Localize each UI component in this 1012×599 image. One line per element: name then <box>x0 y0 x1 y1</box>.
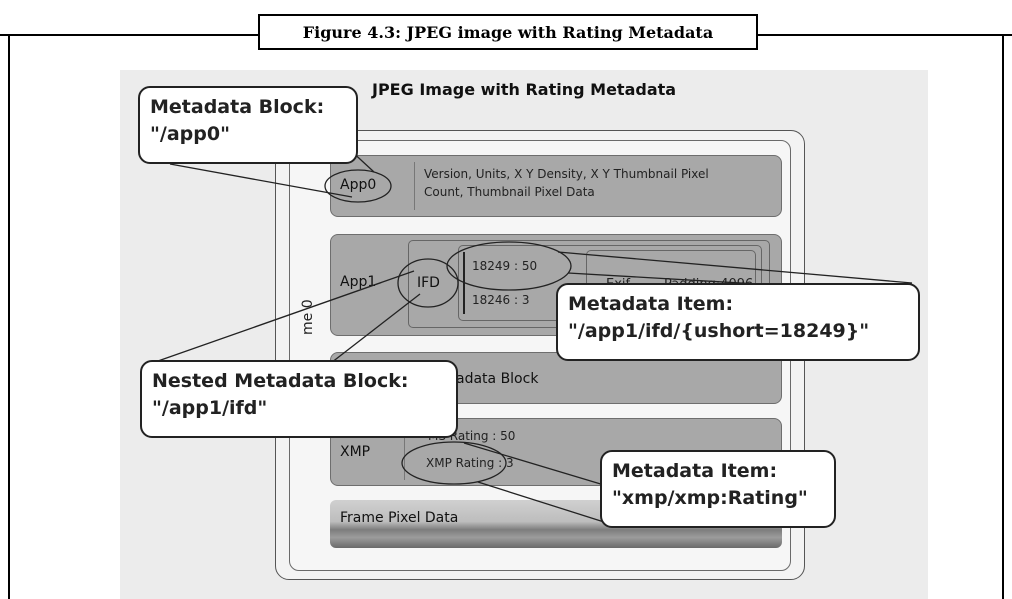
callout-item1-line1: Metadata Item: <box>568 293 734 315</box>
xmp-rating: XMP Rating : 3 <box>426 456 514 470</box>
metadata-block-label: adata Block <box>456 371 539 387</box>
callout-item1-line2: "/app1/ifd/{ushort=18249}" <box>568 320 870 342</box>
ifd-item-18249: 18249 : 50 <box>472 259 538 273</box>
callout-app0-line2: "/app0" <box>150 123 230 145</box>
figure-caption: Figure 4.3: JPEG image with Rating Metad… <box>258 14 758 50</box>
callout-app0-block: Metadata Block: "/app0" <box>138 86 358 164</box>
frame-label: me 0 <box>300 299 316 335</box>
app0-description-line1: Version, Units, X Y Density, X Y Thumbna… <box>424 167 709 181</box>
ifd-item-18246: 18246 : 3 <box>472 293 530 307</box>
diagram-title: JPEG Image with Rating Metadata <box>372 80 677 99</box>
app0-separator <box>414 162 415 210</box>
ifd-separator <box>463 252 465 314</box>
xmp-label: XMP <box>340 444 371 460</box>
ifd-label: IFD <box>417 275 440 291</box>
callout-metadata-item-2: Metadata Item: "xmp/xmp:Rating" <box>600 450 836 528</box>
callout-app0-line1: Metadata Block: <box>150 96 325 118</box>
app0-label: App0 <box>340 177 377 193</box>
app0-block <box>330 155 782 217</box>
callout-metadata-item-1: Metadata Item: "/app1/ifd/{ushort=18249}… <box>556 283 920 361</box>
figure-frame-top-left <box>0 34 258 36</box>
callout-item2-line1: Metadata Item: <box>612 460 778 482</box>
callout-nested-block: Nested Metadata Block: "/app1/ifd" <box>140 360 458 438</box>
callout-nested-line2: "/app1/ifd" <box>152 397 268 419</box>
callout-nested-line1: Nested Metadata Block: <box>152 370 409 392</box>
figure-frame-left <box>8 34 10 599</box>
frame-pixel-label: Frame Pixel Data <box>340 510 459 526</box>
callout-item2-line2: "xmp/xmp:Rating" <box>612 487 808 509</box>
figure-frame-right <box>1002 34 1004 599</box>
figure-frame-top-right <box>758 34 1012 36</box>
app0-description-line2: Count, Thumbnail Pixel Data <box>424 185 595 199</box>
app1-label: App1 <box>340 274 377 290</box>
